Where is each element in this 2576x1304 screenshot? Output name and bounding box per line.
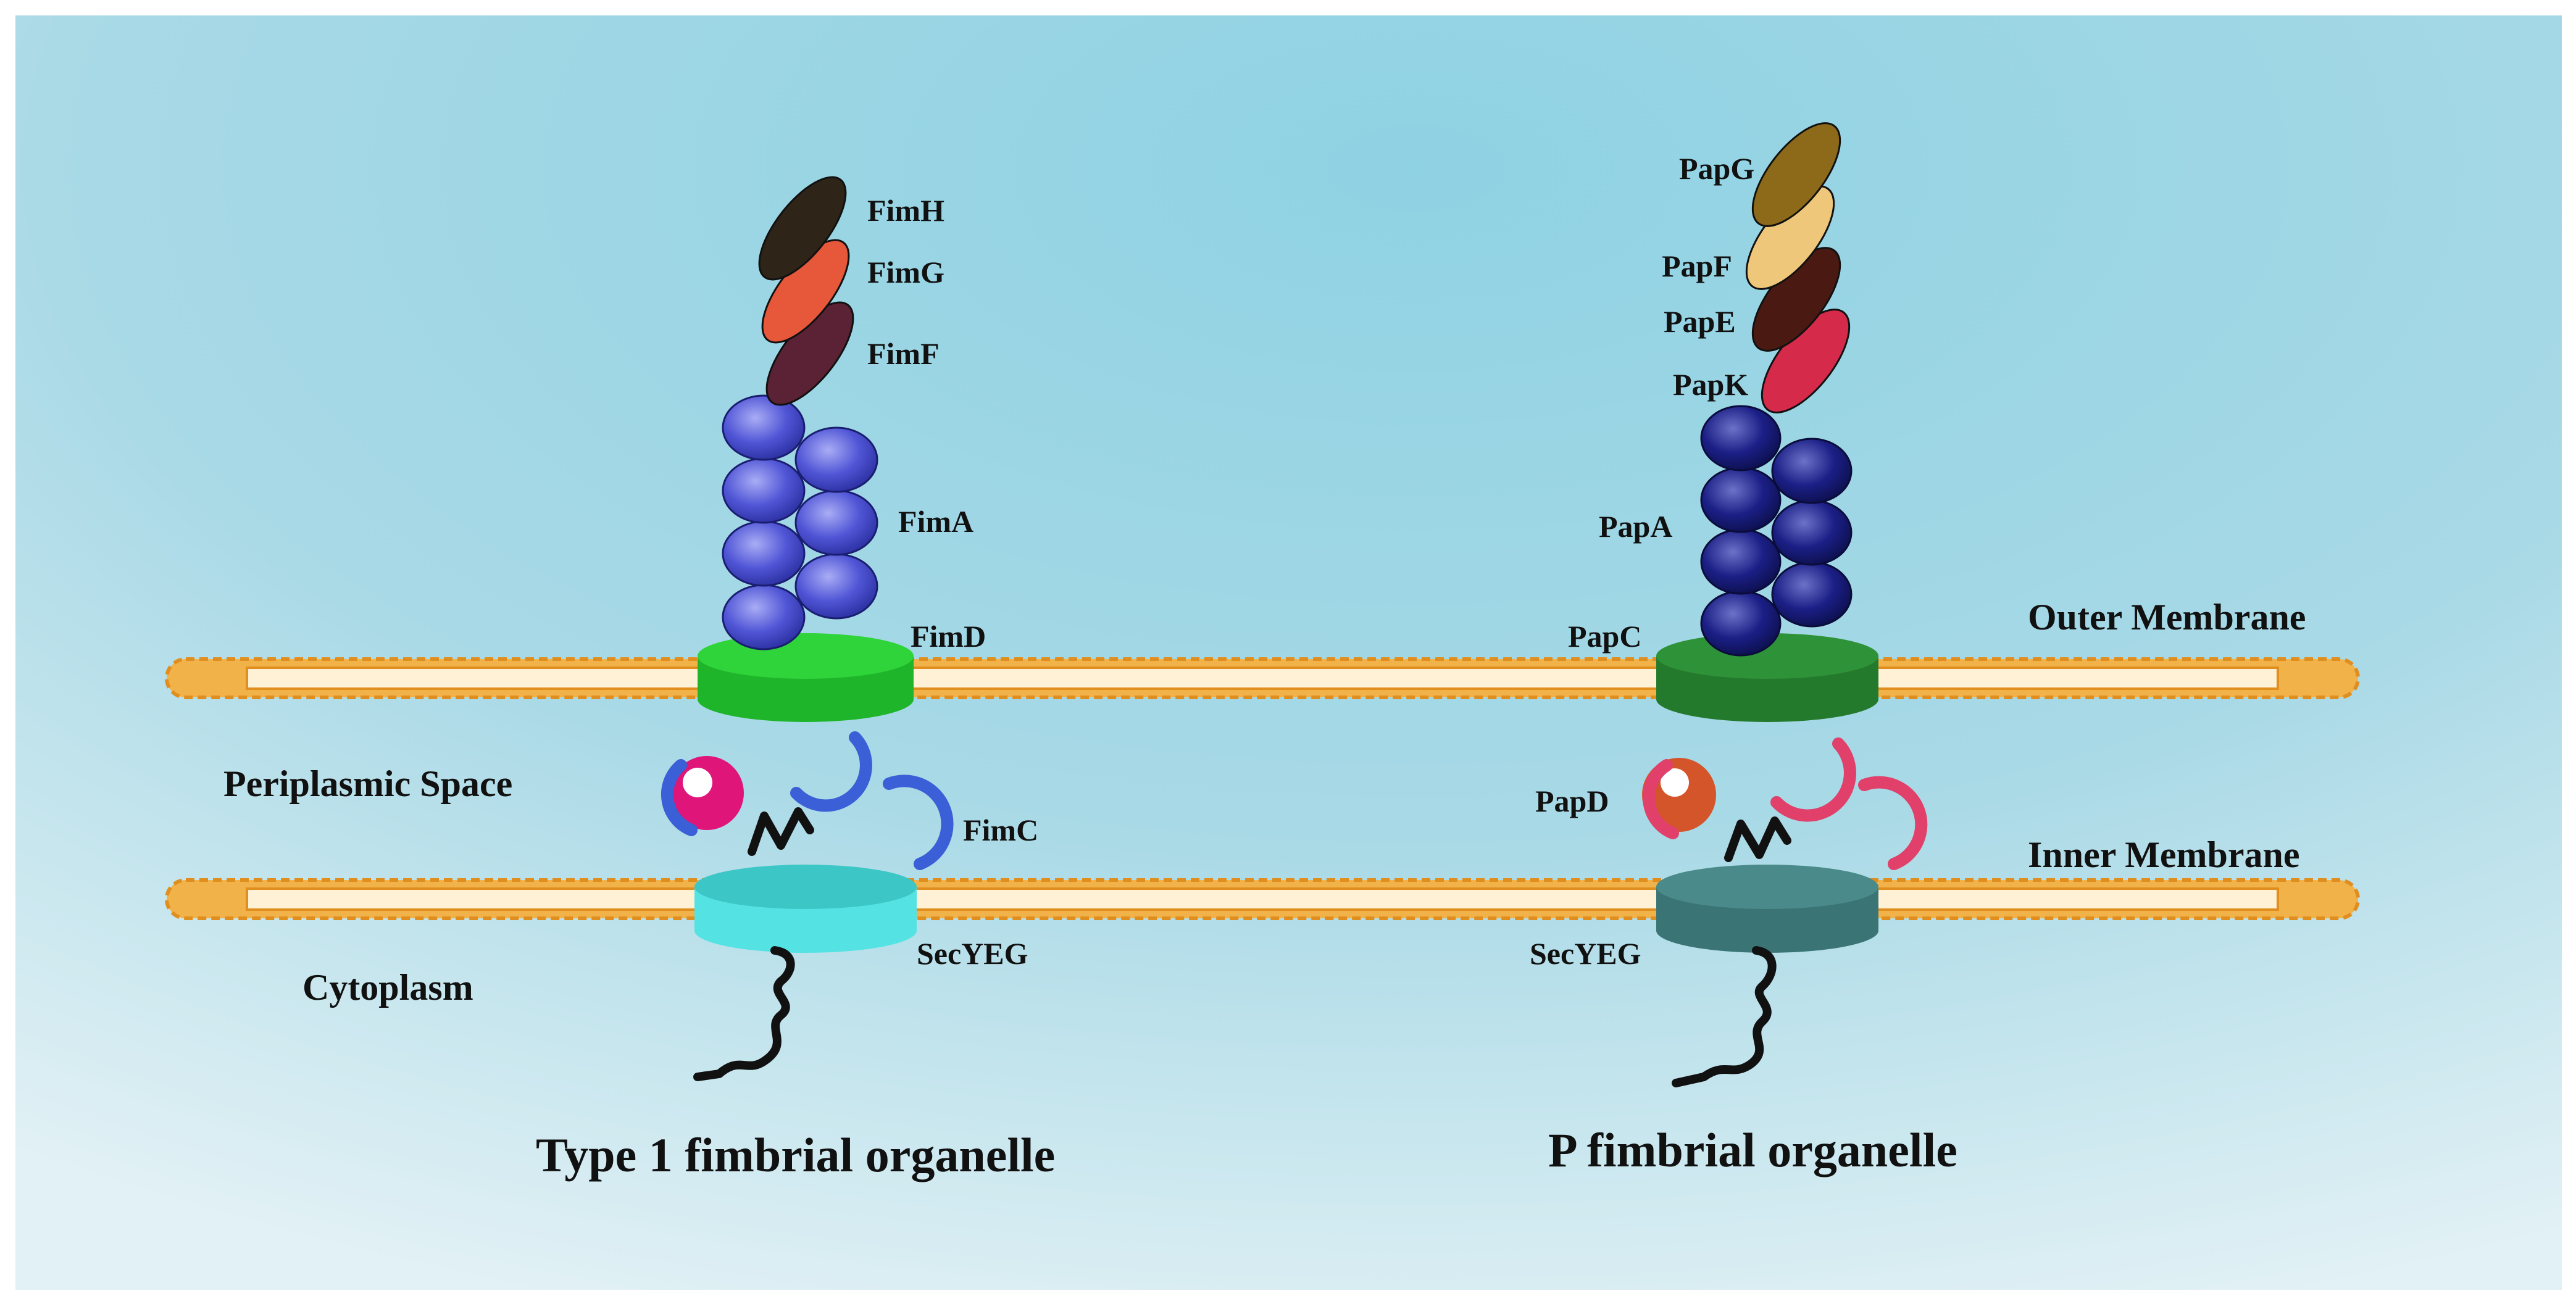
papa-subunit [1700, 467, 1782, 533]
label-fimd: FimD [911, 619, 986, 654]
fimh-subunit [758, 176, 847, 281]
fimc-chaperone-free [790, 731, 872, 812]
papc-usher [1656, 633, 1878, 722]
label-secyeg-left: SecYEG [917, 936, 1028, 971]
fim-peptide-periplasm [748, 807, 814, 856]
label-papa: PapA [1599, 509, 1672, 544]
pap-peptide-periplasm [1724, 816, 1791, 862]
papg-subunit [1751, 122, 1841, 227]
label-papd: PapD [1535, 784, 1609, 818]
fima-subunit [722, 457, 806, 524]
fima-subunit [722, 394, 806, 461]
papa-subunit [1700, 590, 1782, 657]
outer-membrane [165, 657, 2360, 699]
title-type1-fimbrial-organelle: Type 1 fimbrial organelle [536, 1128, 1055, 1182]
papd-chaperone-free [1858, 776, 1928, 870]
inner-membrane [165, 878, 2360, 920]
label-fima: FimA [898, 504, 973, 539]
label-fimh: FimH [867, 193, 944, 228]
fimd-usher [698, 633, 914, 722]
papa-subunit [1771, 438, 1853, 504]
label-periplasmic-space: Periplasmic Space [223, 763, 512, 804]
pap-ball-highlight [1661, 768, 1689, 797]
fima-subunit [794, 489, 878, 556]
label-papk: PapK [1673, 367, 1748, 402]
label-fimf: FimF [867, 336, 940, 371]
fimc-chaperone-free [883, 775, 954, 870]
papa-subunit [1700, 528, 1782, 595]
fima-subunit [722, 520, 806, 587]
papa-rod [1700, 405, 1853, 657]
fima-subunit [794, 426, 878, 493]
papd-chaperone-arc [1643, 759, 1679, 839]
secyeg-left [694, 865, 917, 953]
title-p-fimbrial-organelle: P fimbrial organelle [1548, 1123, 1957, 1177]
fim-ball-highlight [683, 768, 712, 797]
label-fimc: FimC [963, 813, 1038, 847]
label-outer-membrane: Outer Membrane [2028, 597, 2306, 637]
fima-subunit [794, 553, 878, 620]
label-papg: PapG [1679, 151, 1754, 186]
pap-peptide-cytoplasm [1672, 946, 1777, 1087]
label-inner-membrane: Inner Membrane [2028, 834, 2300, 875]
fim-peptide-cytoplasm [693, 946, 795, 1081]
fimc-chaperone-arc [661, 759, 698, 836]
label-fimg: FimG [867, 255, 944, 289]
secyeg-right [1656, 865, 1878, 953]
label-cytoplasm: Cytoplasm [302, 967, 473, 1008]
papd-chaperone-free [1770, 737, 1856, 822]
label-papc: PapC [1568, 619, 1641, 654]
fima-rod [722, 394, 878, 650]
papa-subunit [1700, 405, 1782, 471]
label-papf: PapF [1662, 249, 1732, 283]
label-secyeg-right: SecYEG [1530, 936, 1641, 971]
label-pape: PapE [1664, 304, 1736, 339]
papa-subunit [1771, 561, 1853, 628]
background-panel [15, 15, 2562, 1290]
papa-subunit [1771, 499, 1853, 566]
fima-subunit [722, 584, 806, 650]
